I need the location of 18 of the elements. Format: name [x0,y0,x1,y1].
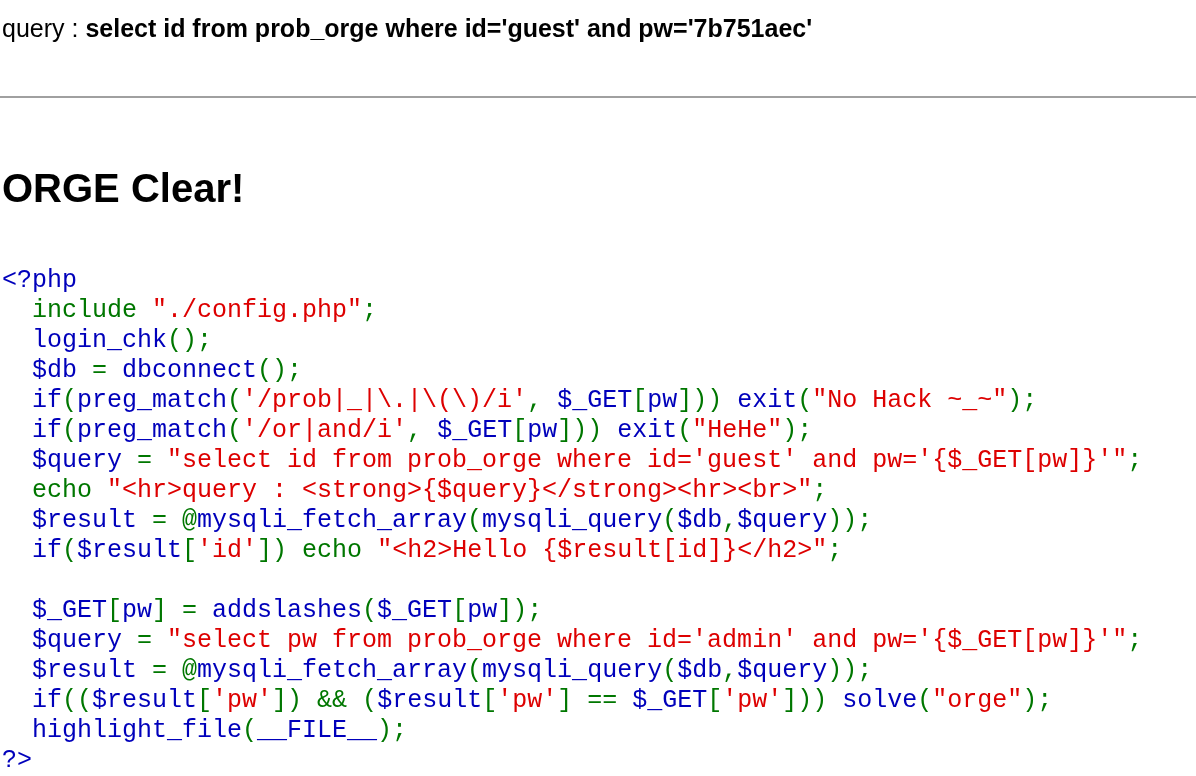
code-line: if($result['id']) echo "<h2>Hello {$result[id]}</h2>"; [32,536,843,566]
code-line: highlight_file(__FILE__); [32,716,408,746]
code-line: $_GET[pw] = addslashes($_GET[pw]); [32,596,543,626]
code-line: if(($result['pw']) && ($result['pw'] == $_GET['pw'])) solve("orge"); [32,686,1053,716]
code-line: login_chk(); [32,326,213,356]
code-line: $query = "select id from prob_orge where id='guest' and pw='{$_GET[pw]}'"; [32,446,1143,476]
code-line: ?> [2,746,32,776]
code-line: $query = "select pw from prob_orge where id='admin' and pw='{$_GET[pw]}'"; [32,626,1143,656]
code-line: <?php [2,266,77,296]
code-line: $result = @mysqli_fetch_array(mysqli_query($db,$query)); [32,656,873,686]
page-heading: ORGE Clear! [2,166,245,211]
code-line: $result = @mysqli_fetch_array(mysqli_query($db,$query)); [32,506,873,536]
query-text: query : select id from prob_orge where id='guest' and pw='7b751aec' [2,14,813,43]
code-line: $db = dbconnect(); [32,356,303,386]
code-line: echo "<hr>query : <strong>{$query}</strong><hr><br>"; [32,476,828,506]
code-line: if(preg_match('/or|and/i', $_GET[pw])) exit("HeHe"); [32,416,813,446]
code-line: if(preg_match('/prob|_|\.|\(\)/i', $_GET[pw])) exit("No Hack ~_~"); [32,386,1038,416]
code-line: include "./config.php"; [32,296,378,326]
